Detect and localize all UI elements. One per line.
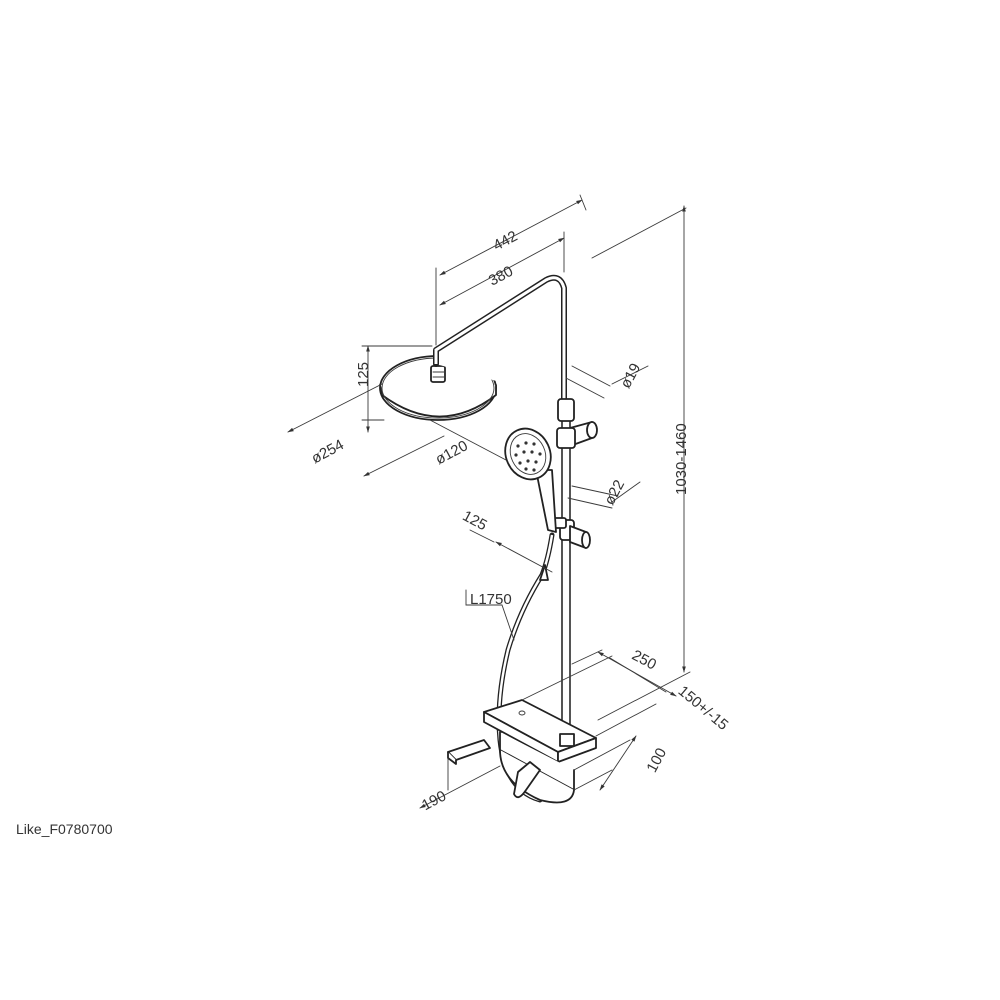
dimension-spout-190: 190 <box>419 757 501 814</box>
dimension-depth-100-label: 100 <box>643 745 670 775</box>
dimension-handshower-offset-label: 125 <box>460 507 490 534</box>
dimension-hose-length-label: L1750 <box>470 591 512 608</box>
dimension-head-diameter-label: ø254 <box>309 436 347 467</box>
dimension-handshower-offset: 125 <box>460 507 553 573</box>
dimension-rail-22: ø22 <box>567 477 641 509</box>
dimension-connector-diameter: ø120 <box>429 419 507 468</box>
dimension-connector-diameter-label: ø120 <box>433 437 471 468</box>
dimension-height-range-label: 1030-1460 <box>673 423 690 495</box>
dimension-head-height: 125 <box>355 345 433 433</box>
dimension-shelf-250-label: 250 <box>629 647 659 674</box>
dimension-rail-19-label: ø19 <box>617 360 644 391</box>
dimension-height-range: 1030-1460 <box>591 205 691 721</box>
dimension-rail-19: ø19 <box>565 360 649 399</box>
model-number-label: Like_F0780700 <box>16 821 113 837</box>
dimension-spacing-150-label: 150+/-15 <box>675 683 732 734</box>
dimension-rail-22-label: ø22 <box>601 477 628 508</box>
dimension-442-label: 442 <box>490 228 520 255</box>
dimension-hose-length: L1750 <box>465 589 515 641</box>
dimension-spout-190-label: 190 <box>419 787 449 814</box>
dimension-head-height-label: 125 <box>355 362 372 387</box>
thermostatic-mixer-shelf <box>447 699 597 804</box>
shower-rail <box>551 398 598 746</box>
hand-shower <box>504 427 557 533</box>
